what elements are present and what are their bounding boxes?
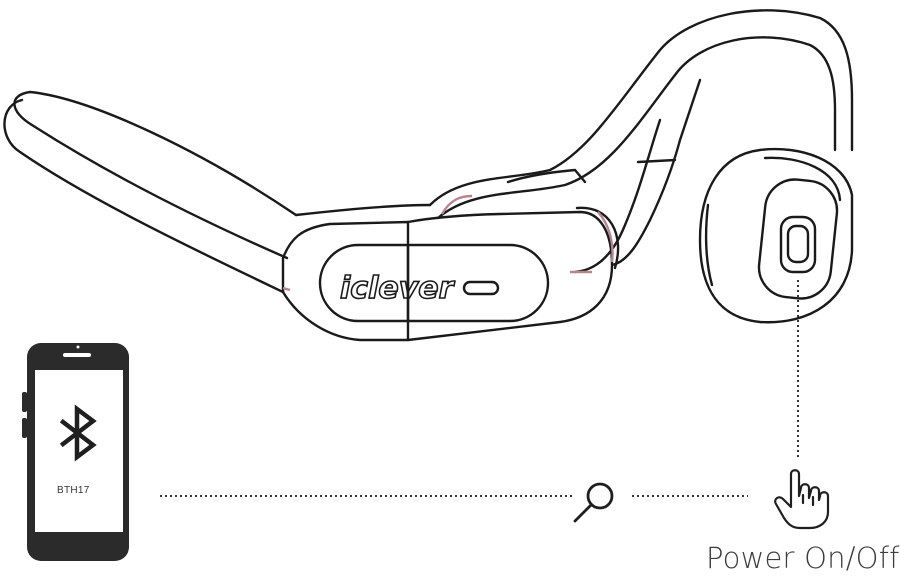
- hand-pointer-icon: [774, 469, 830, 530]
- headset-top-band: [428, 9, 854, 274]
- bluetooth-icon: [59, 404, 97, 462]
- headset-left-module: [281, 206, 620, 342]
- power-on-off-label: Power On/Off: [706, 541, 900, 575]
- headset-ear-pad: [698, 147, 854, 324]
- power-button[interactable]: [779, 215, 817, 274]
- headset-left-arm: [3, 90, 432, 294]
- device-name-label: BTH17: [57, 485, 90, 496]
- search-icon: [573, 482, 614, 523]
- joint-accents: [282, 194, 614, 292]
- brand-logo: iclever: [340, 271, 456, 306]
- dotted-connector: [160, 280, 799, 497]
